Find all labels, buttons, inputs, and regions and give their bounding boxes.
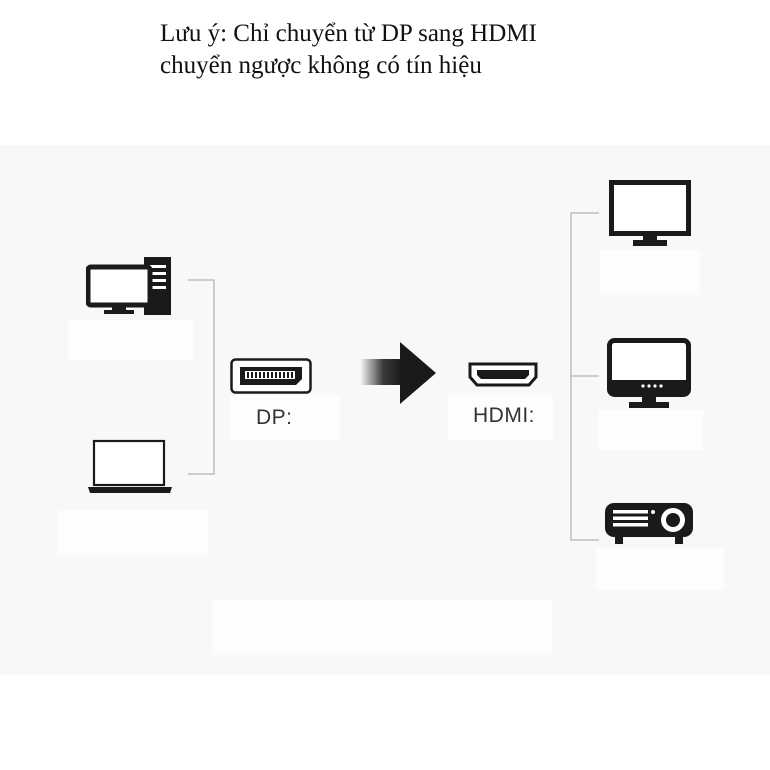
laptop-icon xyxy=(86,438,174,496)
background-block xyxy=(68,320,193,360)
tv-icon xyxy=(607,338,691,410)
projector-icon xyxy=(603,499,695,547)
background-block xyxy=(230,395,340,440)
displayport-connector-icon xyxy=(230,358,312,394)
background-block xyxy=(448,395,553,440)
background-block xyxy=(596,548,724,590)
note-text: Lưu ý: Chỉ chuyển từ DP sang HDMI chuyển… xyxy=(160,18,537,82)
monitor-icon xyxy=(609,180,691,248)
hdmi-connector-icon xyxy=(468,362,538,388)
background-block xyxy=(598,410,703,450)
dp-label: DP: xyxy=(256,406,293,429)
source-bracket xyxy=(188,279,215,475)
background-block xyxy=(212,600,552,655)
note-line-2: chuyển ngược không có tín hiệu xyxy=(160,52,482,79)
desktop-computer-icon xyxy=(86,255,174,317)
background-block xyxy=(600,250,700,295)
note-line-1: Lưu ý: Chỉ chuyển từ DP sang HDMI xyxy=(160,20,537,47)
arrow-right-icon xyxy=(360,340,440,406)
hdmi-label: HDMI: xyxy=(473,404,535,427)
background-block xyxy=(58,510,208,555)
